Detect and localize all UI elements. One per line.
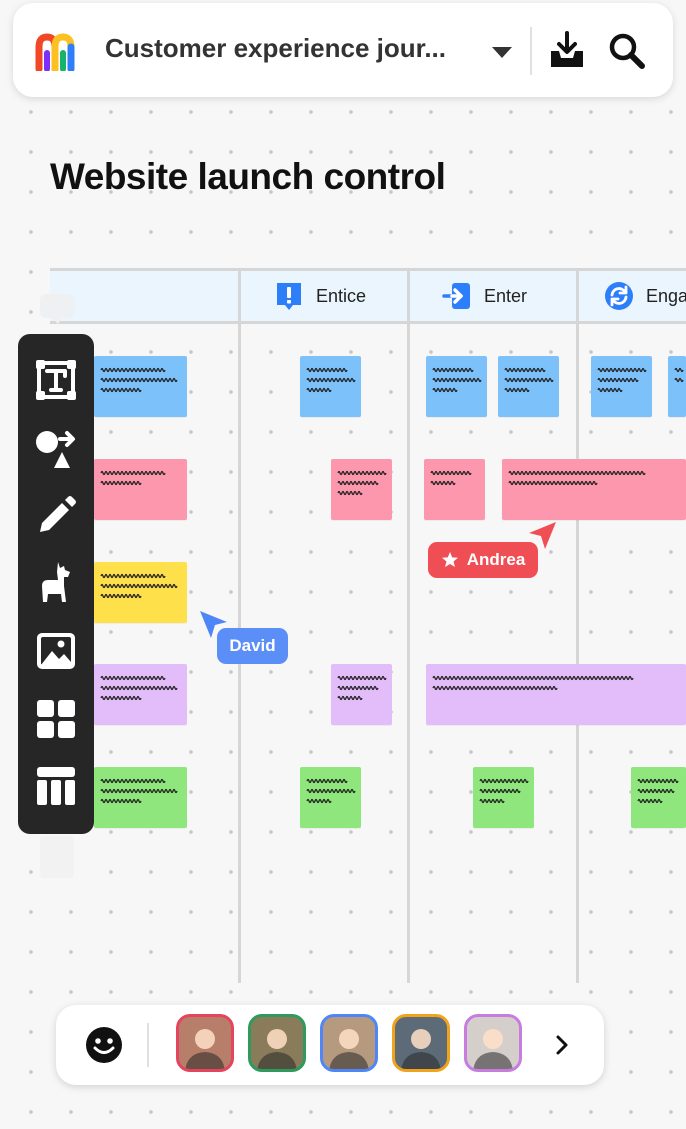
grid-line <box>238 268 241 983</box>
column-label: Entice <box>316 285 367 306</box>
sticky-note-green[interactable] <box>300 767 361 828</box>
text-icon[interactable] <box>34 358 78 402</box>
shapes-icon[interactable] <box>34 426 78 470</box>
sticky-note-blue[interactable] <box>591 356 652 417</box>
column-header-entice[interactable]: Entice <box>274 280 366 312</box>
comment-icon <box>40 294 74 324</box>
person-icon <box>257 1029 297 1069</box>
sticky-note-green[interactable] <box>473 767 534 828</box>
divider <box>530 27 532 75</box>
top-bar: Customer experience jour... <box>13 3 673 97</box>
avatar[interactable] <box>176 1014 234 1072</box>
person-icon <box>329 1029 369 1069</box>
grid-line <box>50 268 686 271</box>
grid-line <box>407 268 410 983</box>
scribble-text <box>100 778 178 804</box>
grid-icon[interactable] <box>34 697 78 741</box>
scribble-text <box>637 778 679 804</box>
avatar[interactable] <box>464 1014 522 1072</box>
table-icon[interactable] <box>34 764 78 808</box>
cursor-pointer-icon <box>529 522 556 549</box>
sticky-note-pink[interactable] <box>94 459 187 520</box>
person-icon <box>401 1029 441 1069</box>
sticky-note-pink[interactable] <box>502 459 686 520</box>
sticky-note-blue[interactable] <box>668 356 686 417</box>
column-header-engage[interactable]: Enga <box>604 280 686 312</box>
scribble-text <box>597 367 647 393</box>
scribble-text <box>504 367 554 393</box>
avatar[interactable] <box>320 1014 378 1072</box>
smiley-icon[interactable] <box>84 1025 124 1065</box>
scribble-text <box>432 675 634 691</box>
person-icon <box>185 1029 225 1069</box>
faded-item <box>40 836 74 878</box>
scribble-text <box>306 367 356 393</box>
scribble-text <box>100 367 178 393</box>
cursor-pointer-icon <box>200 611 227 638</box>
scribble-text <box>508 470 646 486</box>
sticky-note-purple[interactable] <box>94 664 187 725</box>
sticky-note-green[interactable] <box>94 767 187 828</box>
chevron-right-icon[interactable] <box>546 1029 578 1061</box>
scribble-text <box>674 367 684 383</box>
scribble-text <box>430 470 472 486</box>
divider <box>147 1023 149 1067</box>
cursor-name: David <box>229 636 276 655</box>
column-label: Enga <box>646 285 686 306</box>
cursor-label-david: David <box>217 628 288 664</box>
scribble-text <box>100 675 178 701</box>
column-header-enter[interactable]: Enter <box>442 280 527 312</box>
sticky-note-pink[interactable] <box>424 459 485 520</box>
sticky-note-blue[interactable] <box>94 356 187 417</box>
llama-icon[interactable] <box>34 560 78 604</box>
creation-toolbar <box>18 334 94 834</box>
sticky-note-blue[interactable] <box>300 356 361 417</box>
miro-logo-icon[interactable] <box>35 33 81 71</box>
sticky-note-green[interactable] <box>631 767 686 828</box>
search-icon[interactable] <box>607 31 647 71</box>
sticky-note-blue[interactable] <box>498 356 559 417</box>
sticky-note-purple[interactable] <box>426 664 686 725</box>
exclamation-icon <box>277 283 301 310</box>
grid-line <box>576 268 579 983</box>
board-title[interactable]: Customer experience jour... <box>105 33 447 63</box>
avatar[interactable] <box>392 1014 450 1072</box>
star-icon <box>441 552 458 567</box>
grid-line <box>50 321 686 324</box>
scribble-text <box>337 675 387 701</box>
sticky-note-yellow[interactable] <box>94 562 187 623</box>
sticky-note-purple[interactable] <box>331 664 392 725</box>
column-label: Enter <box>484 285 528 306</box>
collaborators-bar <box>56 1005 604 1085</box>
sticky-note-blue[interactable] <box>426 356 487 417</box>
scribble-text <box>479 778 529 804</box>
scribble-text <box>306 778 356 804</box>
sticky-note-pink[interactable] <box>331 459 392 520</box>
image-icon[interactable] <box>34 629 78 673</box>
refresh-circle-icon <box>605 282 633 310</box>
cursor-label-andrea: Andrea <box>428 542 538 578</box>
scribble-text <box>432 367 482 393</box>
frame-title[interactable]: Website launch control <box>50 156 446 197</box>
caret-down-icon[interactable] <box>487 37 517 67</box>
scribble-text <box>337 470 387 496</box>
person-icon <box>473 1029 513 1069</box>
scribble-text <box>100 573 178 599</box>
avatar[interactable] <box>248 1014 306 1072</box>
pencil-icon[interactable] <box>34 494 78 538</box>
stage-header-row <box>50 268 686 322</box>
scribble-text <box>100 470 166 486</box>
download-tray-icon[interactable] <box>547 29 587 73</box>
cursor-name: Andrea <box>466 550 526 569</box>
enter-arrow-icon <box>442 283 470 309</box>
